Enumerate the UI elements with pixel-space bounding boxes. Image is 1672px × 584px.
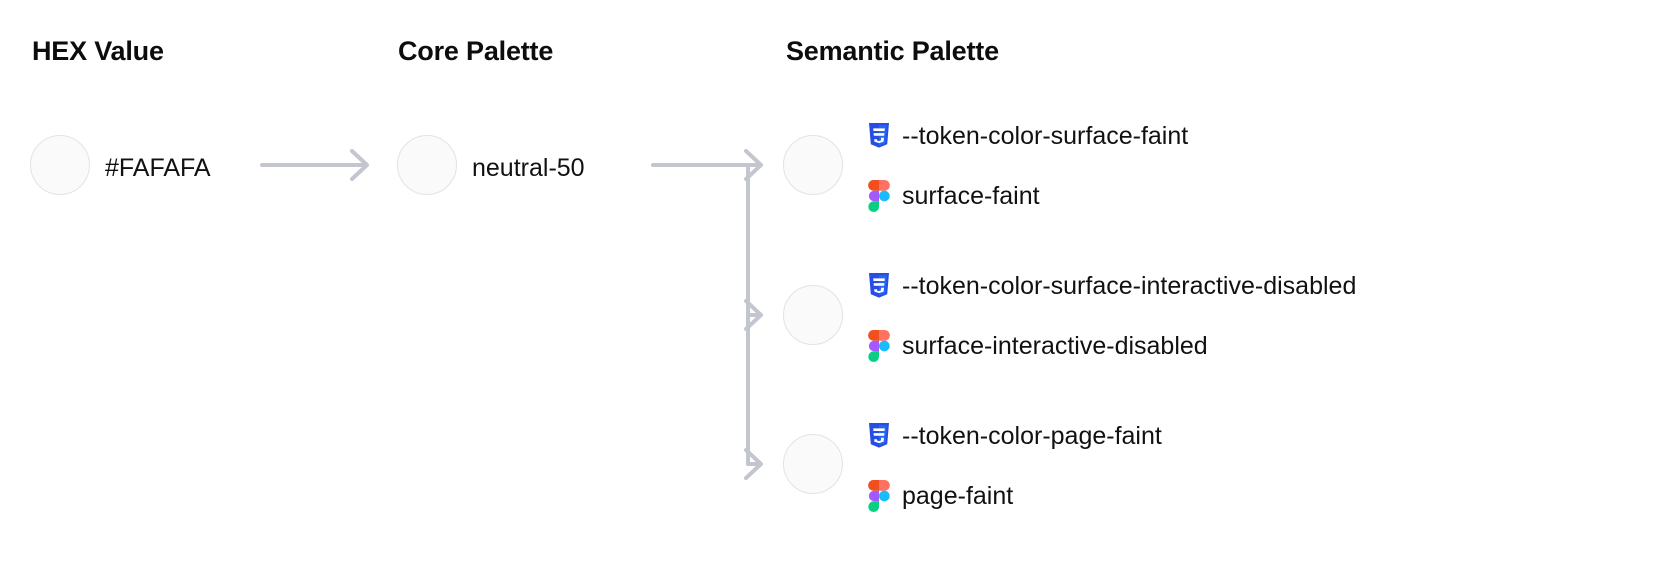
semantic-token-row-0: --token-color-surface-faint surface-fain… [866,119,1188,213]
column-header-hex-value: HEX Value [32,36,164,66]
column-header-semantic-palette: Semantic Palette [786,36,999,66]
figma-token-line-0: surface-faint [866,179,1188,213]
arrow-core-to-semantic-branch [651,149,763,480]
figma-icon [866,180,892,212]
figma-token-name-1: surface-interactive-disabled [902,331,1208,360]
semantic-color-swatch-1 [783,285,843,345]
figma-token-name-2: page-faint [902,481,1014,510]
core-color-swatch [397,135,457,195]
semantic-color-swatch-2 [783,434,843,494]
figma-token-line-2: page-faint [866,479,1162,513]
semantic-token-row-2: --token-color-page-faint page-faint [866,419,1162,513]
arrow-hex-to-core [260,149,369,181]
semantic-color-swatch-0 [783,135,843,195]
core-palette-label: neutral-50 [472,154,585,182]
hex-color-swatch [30,135,90,195]
figma-icon [866,480,892,512]
css3-icon [866,271,892,301]
hex-value-label: #FAFAFA [105,154,211,182]
semantic-token-row-1: --token-color-surface-interactive-disabl… [866,269,1356,363]
css-token-name-2: --token-color-page-faint [902,421,1162,450]
css-token-name-0: --token-color-surface-faint [902,121,1189,150]
css-token-line-0: --token-color-surface-faint [866,119,1188,153]
figma-token-line-1: surface-interactive-disabled [866,329,1356,363]
css-token-line-1: --token-color-surface-interactive-disabl… [866,269,1356,303]
css-token-name-1: --token-color-surface-interactive-disabl… [902,271,1357,300]
css3-icon [866,121,892,151]
figma-icon [866,330,892,362]
figma-token-name-0: surface-faint [902,181,1040,210]
column-header-core-palette: Core Palette [398,36,554,66]
css3-icon [866,421,892,451]
css-token-line-2: --token-color-page-faint [866,419,1162,453]
